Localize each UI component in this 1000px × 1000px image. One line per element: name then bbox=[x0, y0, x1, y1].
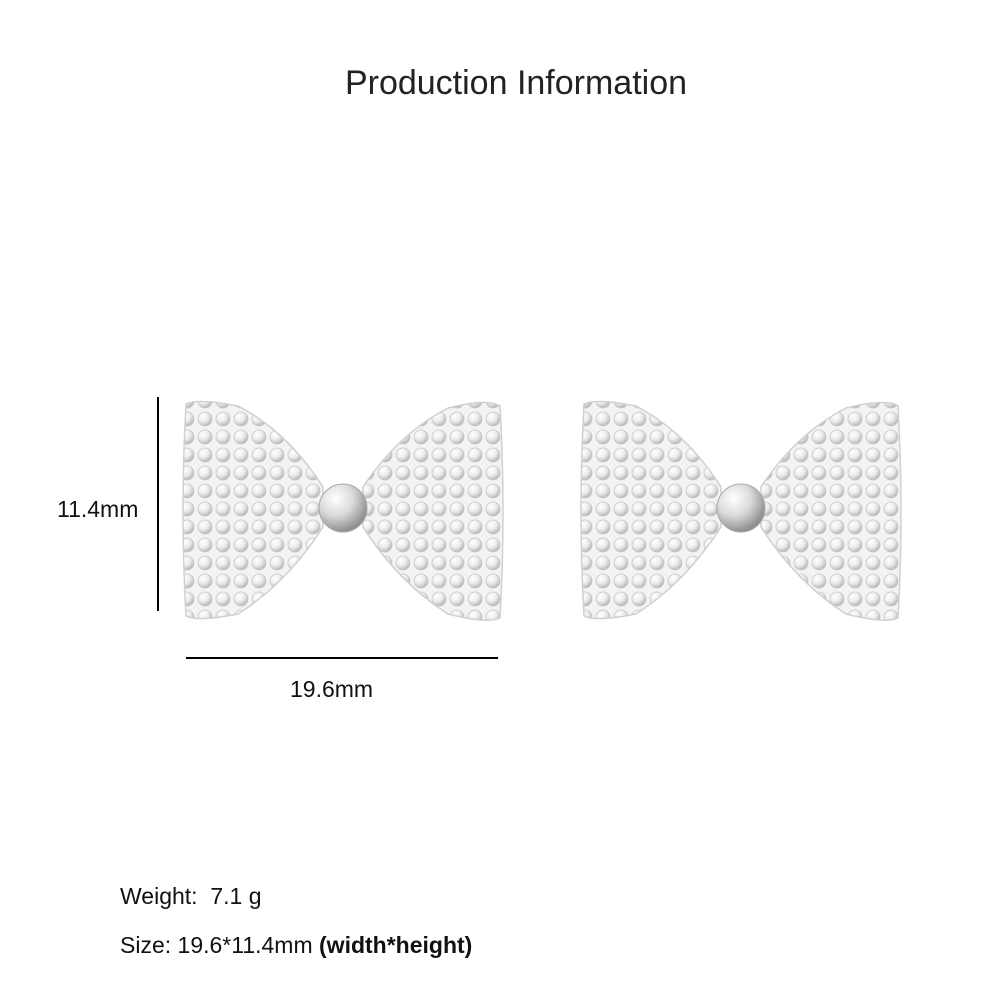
width-dimension-label: 19.6mm bbox=[290, 676, 374, 702]
height-dimension-line bbox=[157, 397, 159, 611]
width-dimension-line bbox=[186, 657, 498, 659]
weight-spec: Weight: 7.1 g bbox=[120, 883, 262, 909]
size-spec-note: (width*height) bbox=[319, 932, 473, 958]
size-spec-value: Size: 19.6*11.4mm bbox=[120, 932, 320, 958]
earring-left-image bbox=[182, 400, 504, 621]
size-spec: Size: 19.6*11.4mm (width*height) bbox=[120, 932, 472, 959]
earring-right-image bbox=[580, 400, 902, 621]
height-dimension-label: 11.4mm bbox=[57, 496, 139, 522]
page-title: Production Information bbox=[344, 64, 688, 102]
